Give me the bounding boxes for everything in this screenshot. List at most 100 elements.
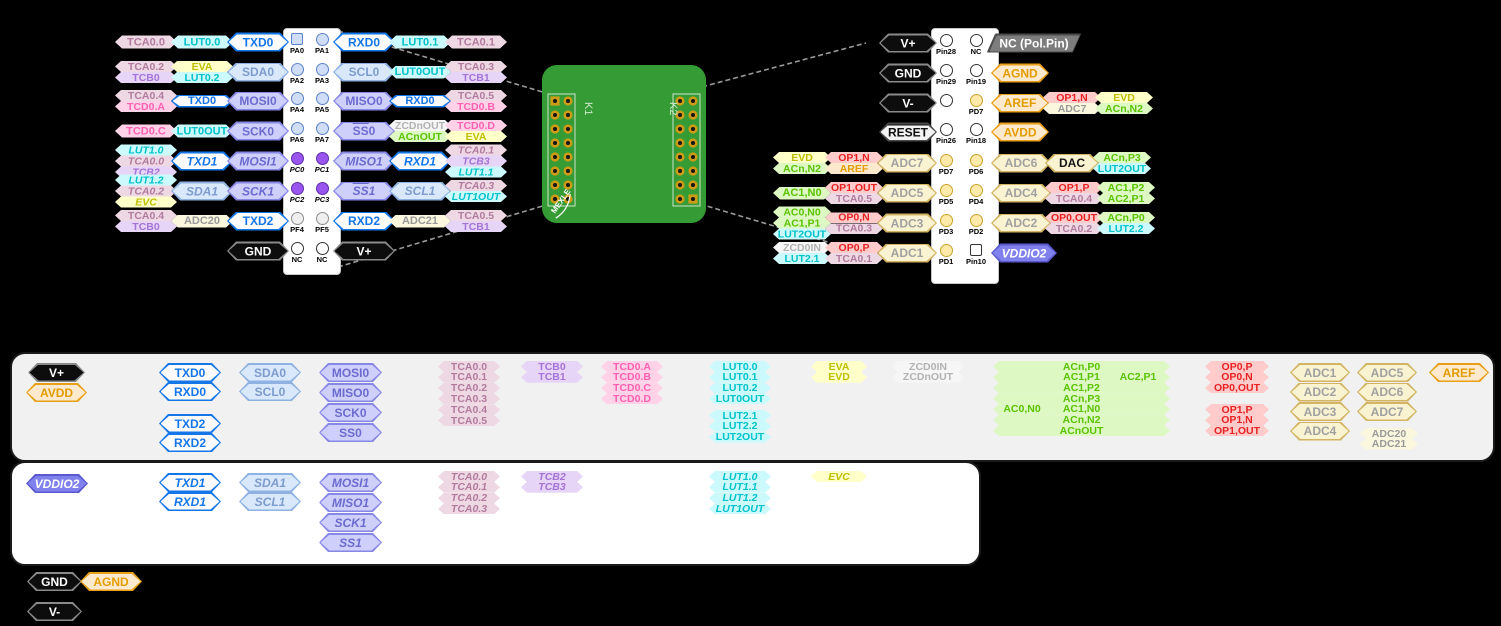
chip-tca0-3: TCA0.3 <box>438 393 500 405</box>
chip-lut0-1: LUT0.1 <box>709 371 771 383</box>
pin-pf4 <box>290 211 304 225</box>
chip-lut2-2: LUT2.2 <box>1097 223 1155 235</box>
chip-tcb1: TCB1 <box>445 72 507 84</box>
chip-rxd2: RXD2 <box>333 212 395 231</box>
chip-tca0-5: TCA0.5 <box>445 210 507 222</box>
chip-adc7: ADC7 <box>877 154 937 173</box>
pin-label-pa0: PA0 <box>289 46 305 55</box>
chip-sck1: SCK1 <box>319 513 382 532</box>
pin-pf5 <box>315 211 329 225</box>
chip-tca0-4: TCA0.4 <box>115 90 177 102</box>
chip-lut0-2: LUT0.2 <box>171 72 233 84</box>
chip-tca0-2: TCA0.2 <box>115 185 177 197</box>
chip-adc20: ADC20 <box>171 215 233 228</box>
chip-lut0out: LUT0OUT <box>389 66 451 79</box>
pin-pa3 <box>315 62 329 76</box>
pin-pa5 <box>315 91 329 105</box>
chip-adc2: ADC2 <box>1290 383 1350 402</box>
chip-acn-p3: ACn,P3 <box>993 393 1170 405</box>
chip-mosi0: MOSI0 <box>319 363 382 382</box>
chip-evd: EVD <box>773 152 831 164</box>
pin-label-pin28: Pin28 <box>935 47 956 56</box>
chip-tcb3: TCB3 <box>521 481 583 493</box>
pin-row-right: AVDD <box>994 123 1046 142</box>
pin-label-pf4: PF4 <box>290 225 304 234</box>
chip-adc6: ADC6 <box>1357 383 1417 402</box>
chip-eva: EVA <box>171 61 233 73</box>
chip-rxd0: RXD0 <box>389 95 451 108</box>
chip-sda1: SDA1 <box>171 182 233 201</box>
chip-aref: AREF <box>1429 363 1489 382</box>
chip-lut0-0: LUT0.0 <box>171 36 233 49</box>
chip-tcd0-b: TCD0.B <box>445 101 507 113</box>
chip-tcd0-c: TCD0.C <box>115 125 177 138</box>
pin-pa2 <box>290 62 304 76</box>
chip-aref: AREF <box>991 94 1049 113</box>
chip-lut0-2: LUT0.2 <box>709 382 771 394</box>
chip-lut0-1: LUT0.1 <box>389 36 451 49</box>
pin-label-pd2: PD2 <box>968 227 984 236</box>
chip-scl1: SCL1 <box>389 182 451 201</box>
chip-ss1: SS1 <box>319 533 382 552</box>
pin-label-pa3: PA3 <box>314 76 330 85</box>
pin-label-pa7: PA7 <box>314 135 330 144</box>
pin-label-pc0: PC0 <box>289 165 305 174</box>
chip-evd: EVD <box>1095 92 1153 104</box>
chip-mosi1: MOSI1 <box>319 473 382 492</box>
chip-tcb0: TCB0 <box>521 361 583 373</box>
chip-sck0: SCK0 <box>227 122 289 141</box>
chip-lut0-0: LUT0.0 <box>709 361 771 373</box>
chip-lut2out: LUT2OUT <box>1093 163 1151 175</box>
chip-tcb0: TCB0 <box>115 72 177 84</box>
pin-label-pin29: Pin29 <box>935 77 956 86</box>
chip-scl0: SCL0 <box>239 382 301 401</box>
chip-sck1: SCK1 <box>227 182 289 201</box>
chip-op0-n: OP0,N <box>825 212 883 224</box>
pin-pa4 <box>290 91 304 105</box>
pin-row-right: AGND <box>994 64 1046 83</box>
chip-tca0-4: TCA0.4 <box>115 210 177 222</box>
chip-ac2-p1: AC2,P1 <box>1110 371 1166 383</box>
chip-tca0-1: TCA0.1 <box>825 253 883 265</box>
chip-tca0-1: TCA0.1 <box>438 481 500 493</box>
chip-tca0-0: TCA0.0 <box>438 361 500 373</box>
chip-eva: EVA <box>811 361 867 373</box>
chip-txd1: TXD1 <box>159 473 221 492</box>
chip-txd2: TXD2 <box>227 212 289 231</box>
chip-ac1-n0: AC1,N0 <box>773 187 831 200</box>
chip-sda1: SDA1 <box>239 473 301 492</box>
k2-connector <box>672 93 701 207</box>
chip-tca0-3: TCA0.3 <box>445 61 507 73</box>
chip-adc6: ADC6 <box>991 154 1051 173</box>
pin-pd5 <box>939 183 953 197</box>
pin-label-pa6: PA6 <box>289 135 305 144</box>
chip-ac2-p1: AC2,P1 <box>1097 193 1155 205</box>
chip-evc: EVC <box>811 471 867 483</box>
chip-lut1-2: LUT1.2 <box>709 492 771 504</box>
chip-lut2-2: LUT2.2 <box>709 420 771 432</box>
chip-tcd0-a: TCD0.A <box>601 361 663 373</box>
chip-tca0-3: TCA0.3 <box>825 223 883 235</box>
pin-label-pin10: Pin10 <box>965 257 986 266</box>
chip-tca0-2: TCA0.2 <box>115 61 177 73</box>
